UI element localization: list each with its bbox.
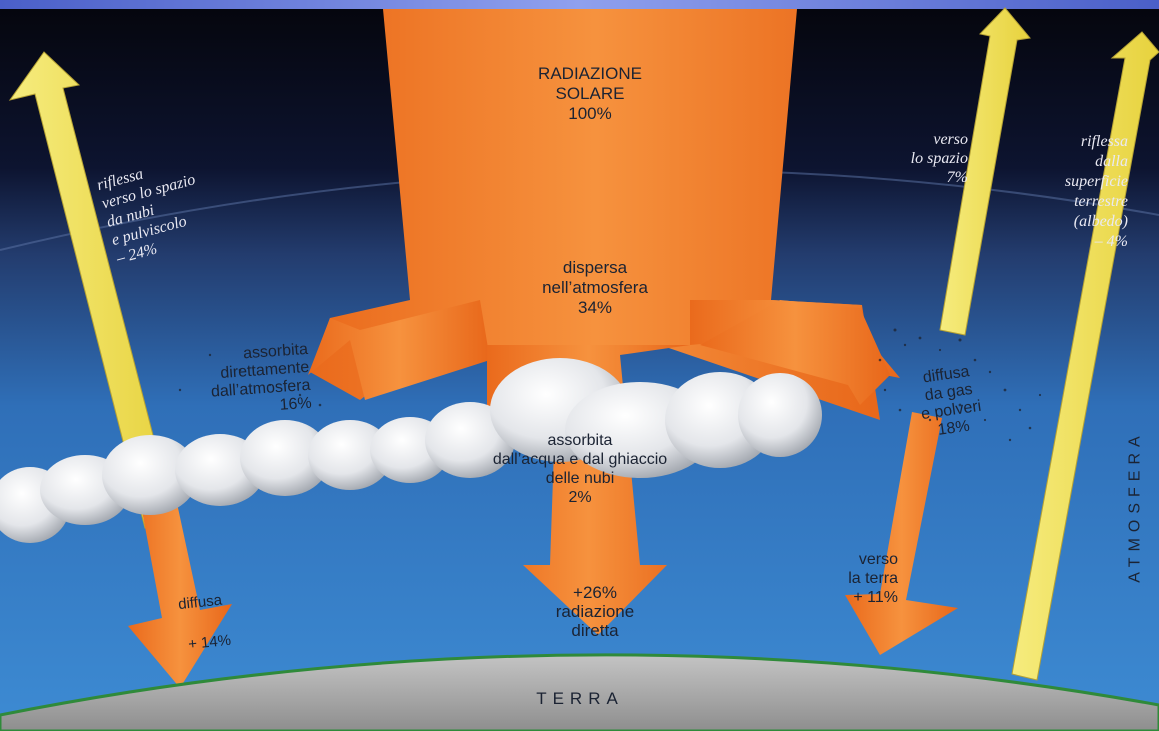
- label-atmosphere: ATMOSFERA: [1127, 422, 1144, 592]
- label-diffused-left-value: + 14%: [184, 594, 272, 687]
- label-earth: TERRA: [520, 690, 640, 707]
